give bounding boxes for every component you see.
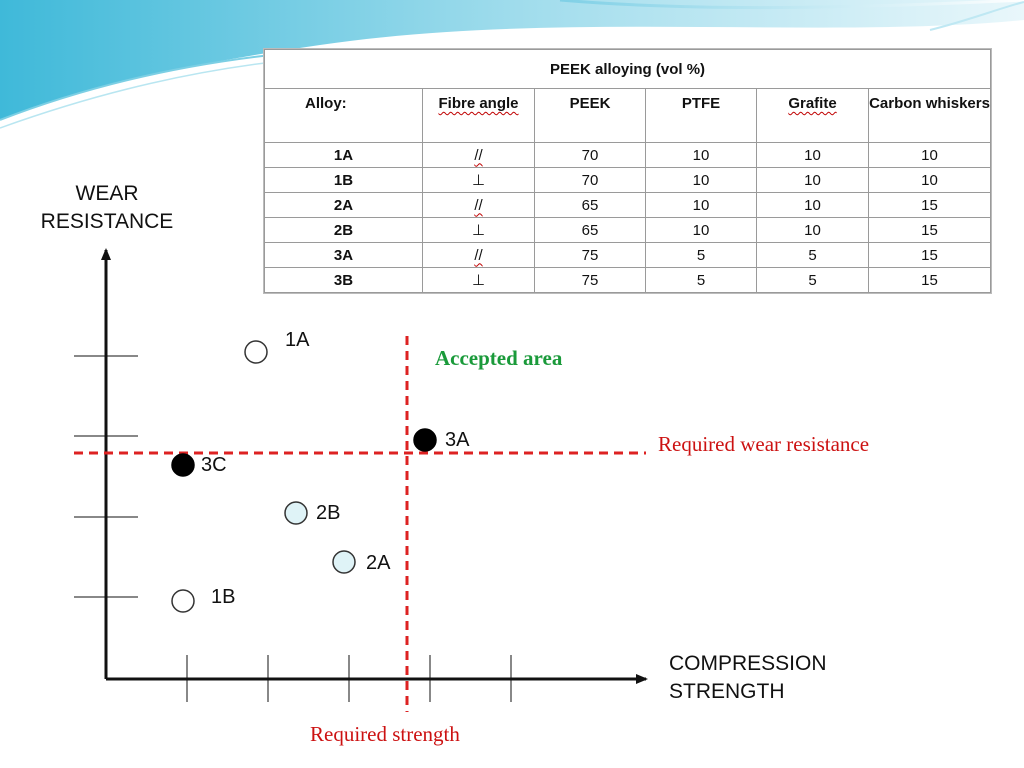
header-grafite-text: Grafite (788, 95, 837, 112)
cell-peek: 75 (534, 267, 646, 293)
cell-alloy: 2A (264, 192, 423, 218)
cell-angle-text: // (474, 146, 483, 164)
point-1b (171, 589, 195, 613)
cell-ptfe: 5 (645, 267, 757, 293)
table-title-text: PEEK alloying (vol %) (550, 60, 706, 78)
peek-alloying-table: PEEK alloying (vol %) Alloy: Fibre angle… (263, 49, 992, 293)
cell-grafite: 5 (756, 242, 869, 268)
cell-grafite: 10 (756, 217, 869, 243)
cell-alloy: 3B (264, 267, 423, 293)
point-3c (171, 453, 195, 477)
cell-grafite: 10 (756, 142, 869, 168)
header-fibre-angle-text: Fibre angle (438, 95, 519, 112)
cell-peek: 70 (534, 167, 646, 193)
x-axis-label-line1: COMPRESSION (669, 652, 827, 675)
y-axis-label: WEAR RESISTANCE (26, 180, 188, 236)
table-title: PEEK alloying (vol %) (263, 49, 992, 89)
cell-angle-text: // (474, 246, 483, 264)
point-label-1a: 1A (285, 329, 310, 351)
y-axis-label-line2: RESISTANCE (40, 210, 174, 233)
point-2a (332, 550, 356, 574)
point-3a (413, 428, 437, 452)
table-row: 1A // 70 10 10 10 (264, 142, 992, 168)
y-axis-label-line1: WEAR (75, 182, 139, 205)
point-label-1b: 1B (211, 586, 236, 608)
cell-carbon: 10 (867, 167, 992, 193)
cell-ptfe: 10 (645, 192, 757, 218)
point-2b (284, 501, 308, 525)
header-carbon-whiskers: Carbon whiskers (867, 88, 992, 143)
required-strength-label: Required strength (310, 722, 460, 746)
x-axis-label-line2: STRENGTH (669, 680, 785, 703)
table-row: 1B ⊥ 70 10 10 10 (264, 167, 992, 193)
cell-peek: 65 (534, 217, 646, 243)
point-label-3c: 3C (201, 454, 227, 476)
accepted-area-label: Accepted area (435, 346, 563, 370)
required-wear-label: Required wear resistance (658, 432, 870, 456)
cell-angle-text: // (474, 196, 483, 214)
point-1a (244, 340, 268, 364)
point-label-2b: 2B (316, 502, 341, 524)
cell-alloy: 1A (264, 142, 423, 168)
x-axis-label: COMPRESSION STRENGTH (669, 650, 827, 706)
header-fibre-angle: Fibre angle (422, 88, 535, 143)
cell-angle: ⊥ (422, 267, 535, 293)
cell-peek: 70 (534, 142, 646, 168)
cell-carbon: 15 (867, 267, 992, 293)
cell-alloy: 1B (264, 167, 423, 193)
cell-ptfe: 10 (645, 142, 757, 168)
cell-alloy: 2B (264, 217, 423, 243)
header-ptfe: PTFE (645, 88, 757, 143)
cell-carbon: 15 (867, 242, 992, 268)
point-label-2a: 2A (366, 552, 391, 574)
table-row: 3B ⊥ 75 5 5 15 (264, 267, 992, 293)
cell-ptfe: 10 (645, 217, 757, 243)
cell-carbon: 10 (867, 142, 992, 168)
point-label-3a: 3A (445, 429, 470, 451)
